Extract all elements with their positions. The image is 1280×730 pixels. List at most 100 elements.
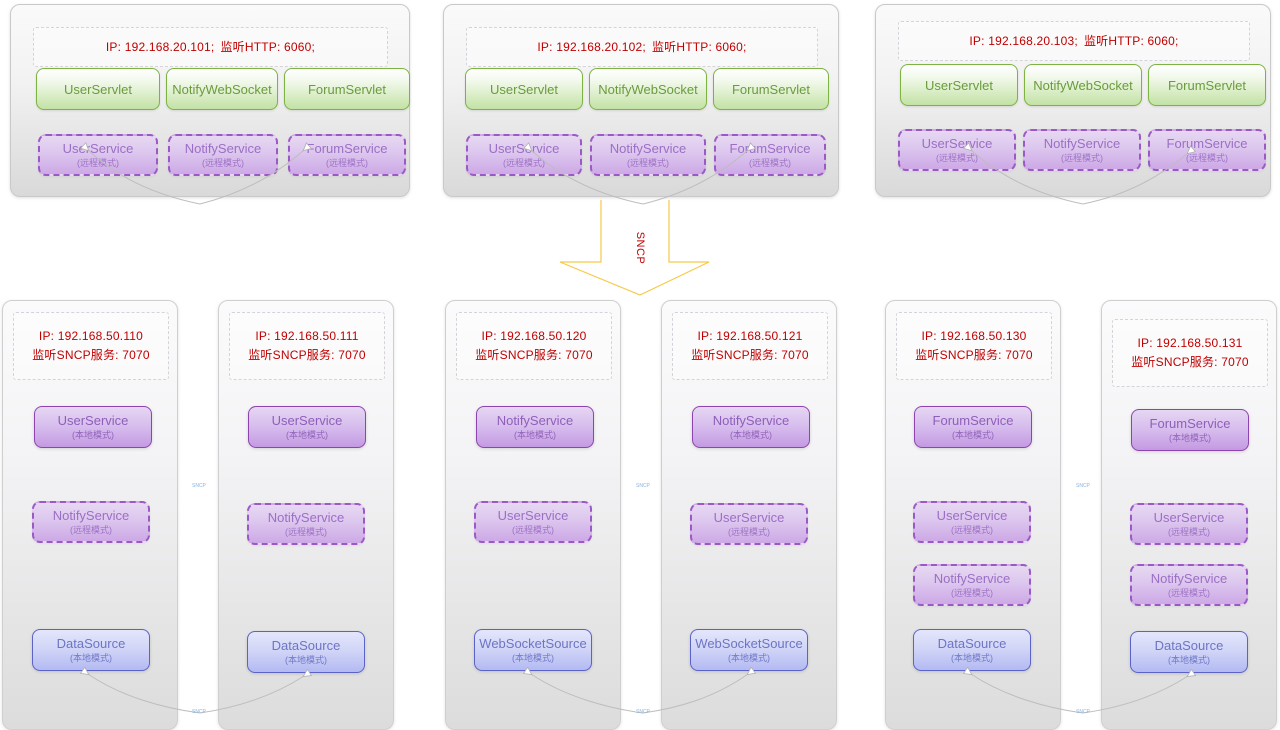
app-server-1-ip-box: IP: 192.168.20.101; 监听HTTP: 6060;: [33, 27, 388, 67]
host-ip-text: IP: 192.168.50.111: [255, 329, 359, 343]
service-node-userservice-1[interactable]: UserService (远程模式): [38, 134, 158, 176]
node-mode: (本地模式): [951, 653, 993, 663]
app-server-3-port-text: 监听HTTP: 6060;: [1083, 33, 1179, 48]
node-mode: (本地模式): [72, 430, 114, 440]
connector-label-1-upper: SNCP: [192, 483, 206, 489]
service-node-notifyservice-3[interactable]: NotifyService (远程模式): [1023, 129, 1141, 171]
host-node-datasource-local[interactable]: DataSource (本地模式): [1130, 631, 1248, 673]
node-mode: (本地模式): [514, 430, 556, 440]
service-mode: (远程模式): [1186, 153, 1228, 163]
service-label: UserService: [921, 136, 993, 151]
host-node-notifyservice-remote[interactable]: NotifyService (远程模式): [1130, 564, 1248, 606]
node-mode: (本地模式): [70, 653, 112, 663]
node-mode: (本地模式): [728, 653, 770, 663]
servlet-label: NotifyWebSocket: [598, 81, 698, 97]
node-label: WebSocketSource: [479, 636, 587, 651]
host-node-notifyservice-remote[interactable]: NotifyService (远程模式): [913, 564, 1031, 606]
servlet-label: UserServlet: [925, 77, 993, 93]
host-node-userservice-remote[interactable]: UserService (远程模式): [474, 501, 592, 543]
host-node-notifyservice-remote[interactable]: NotifyService (远程模式): [247, 503, 365, 545]
servlet-node-notifywebsocket-2[interactable]: NotifyWebSocket: [589, 68, 707, 110]
sncp-protocol-label: SNCP: [634, 231, 646, 265]
host-port-text: 监听SNCP服务: 7070: [691, 348, 809, 362]
service-node-forumservice-1[interactable]: ForumService (远程模式): [288, 134, 406, 176]
service-label: ForumService: [1166, 136, 1248, 151]
node-mode: (远程模式): [951, 525, 993, 535]
service-mode: (远程模式): [1061, 153, 1103, 163]
servlet-node-forumservlet-2[interactable]: ForumServlet: [713, 68, 829, 110]
node-label: UserService: [1153, 510, 1225, 525]
host-node-notifyservice-remote[interactable]: NotifyService (远程模式): [32, 501, 150, 543]
host-ip-box-50-110: IP: 192.168.50.110 监听SNCP服务: 7070: [13, 312, 169, 380]
node-label: UserService: [57, 413, 129, 428]
host-port-text: 监听SNCP服务: 7070: [248, 348, 366, 362]
service-node-forumservice-3[interactable]: ForumService (远程模式): [1148, 129, 1266, 171]
servlet-node-userservlet-2[interactable]: UserServlet: [465, 68, 583, 110]
service-mode: (远程模式): [202, 158, 244, 168]
host-node-userservice-local[interactable]: UserService (本地模式): [34, 406, 152, 448]
host-node-forumservice-local[interactable]: ForumService (本地模式): [1131, 409, 1249, 451]
node-mode: (本地模式): [730, 430, 772, 440]
app-server-3-ip-text: IP: 192.168.20.103;: [969, 33, 1078, 48]
service-host-panel-50-120: IP: 192.168.50.120 监听SNCP服务: 7070 Notify…: [445, 300, 621, 730]
host-node-datasource-local[interactable]: DataSource (本地模式): [32, 629, 150, 671]
connector-label-3-lower: SNCP: [1076, 709, 1090, 715]
host-node-websocketsource-local[interactable]: WebSocketSource (本地模式): [474, 629, 592, 671]
service-node-userservice-2[interactable]: UserService (远程模式): [466, 134, 582, 176]
host-node-notifyservice-local[interactable]: NotifyService (本地模式): [476, 406, 594, 448]
app-server-panel-1: IP: 192.168.20.101; 监听HTTP: 6060; UserSe…: [10, 4, 410, 197]
service-label: ForumService: [729, 141, 811, 156]
host-ip-box-50-111: IP: 192.168.50.111 监听SNCP服务: 7070: [229, 312, 385, 380]
service-host-panel-50-110: IP: 192.168.50.110 监听SNCP服务: 7070 UserSe…: [2, 300, 178, 730]
servlet-node-notifywebsocket-1[interactable]: NotifyWebSocket: [166, 68, 278, 110]
host-ip-box-50-130: IP: 192.168.50.130 监听SNCP服务: 7070: [896, 312, 1052, 380]
node-mode: (本地模式): [1169, 433, 1211, 443]
host-node-forumservice-local[interactable]: ForumService (本地模式): [914, 406, 1032, 448]
host-node-websocketsource-local[interactable]: WebSocketSource (本地模式): [690, 629, 808, 671]
host-port-text: 监听SNCP服务: 7070: [1131, 355, 1249, 369]
host-node-userservice-remote[interactable]: UserService (远程模式): [690, 503, 808, 545]
node-mode: (本地模式): [286, 430, 328, 440]
host-node-datasource-local[interactable]: DataSource (本地模式): [913, 629, 1031, 671]
service-host-panel-50-130: IP: 192.168.50.130 监听SNCP服务: 7070 ForumS…: [885, 300, 1061, 730]
service-mode: (远程模式): [503, 158, 545, 168]
service-node-notifyservice-1[interactable]: NotifyService (远程模式): [168, 134, 278, 176]
host-node-userservice-local[interactable]: UserService (本地模式): [248, 406, 366, 448]
connector-label-2-upper: SNCP: [636, 483, 650, 489]
connector-label-2-lower: SNCP: [636, 709, 650, 715]
service-mode: (远程模式): [749, 158, 791, 168]
node-label: NotifyService: [267, 510, 345, 525]
host-node-userservice-remote[interactable]: UserService (远程模式): [913, 501, 1031, 543]
node-label: UserService: [271, 413, 343, 428]
servlet-node-userservlet-3[interactable]: UserServlet: [900, 64, 1018, 106]
servlet-node-forumservlet-1[interactable]: ForumServlet: [284, 68, 410, 110]
host-ip-text: IP: 192.168.50.130: [921, 329, 1027, 343]
node-mode: (本地模式): [952, 430, 994, 440]
host-node-userservice-remote[interactable]: UserService (远程模式): [1130, 503, 1248, 545]
servlet-node-userservlet-1[interactable]: UserServlet: [36, 68, 160, 110]
servlet-node-notifywebsocket-3[interactable]: NotifyWebSocket: [1024, 64, 1142, 106]
service-label: UserService: [488, 141, 560, 156]
node-label: UserService: [936, 508, 1008, 523]
node-label: DataSource: [937, 636, 1007, 651]
service-node-forumservice-2[interactable]: ForumService (远程模式): [714, 134, 826, 176]
service-mode: (远程模式): [627, 158, 669, 168]
servlet-node-forumservlet-3[interactable]: ForumServlet: [1148, 64, 1266, 106]
service-node-userservice-3[interactable]: UserService (远程模式): [898, 129, 1016, 171]
node-label: DataSource: [56, 636, 126, 651]
service-node-notifyservice-2[interactable]: NotifyService (远程模式): [590, 134, 706, 176]
node-mode: (远程模式): [1168, 527, 1210, 537]
app-server-panel-3: IP: 192.168.20.103; 监听HTTP: 6060; UserSe…: [875, 4, 1271, 197]
servlet-label: NotifyWebSocket: [1033, 77, 1133, 93]
host-node-datasource-local[interactable]: DataSource (本地模式): [247, 631, 365, 673]
servlet-label: ForumServlet: [307, 81, 387, 97]
node-mode: (远程模式): [951, 588, 993, 598]
app-server-3-ip-box: IP: 192.168.20.103; 监听HTTP: 6060;: [898, 21, 1250, 61]
host-ip-box-50-131: IP: 192.168.50.131 监听SNCP服务: 7070: [1112, 319, 1268, 387]
host-node-notifyservice-local[interactable]: NotifyService (本地模式): [692, 406, 810, 448]
servlet-label: ForumServlet: [731, 81, 811, 97]
servlet-label: UserServlet: [64, 81, 132, 97]
node-label: NotifyService: [933, 571, 1011, 586]
connector-label-1-lower: SNCP: [192, 709, 206, 715]
service-label: UserService: [62, 141, 134, 156]
